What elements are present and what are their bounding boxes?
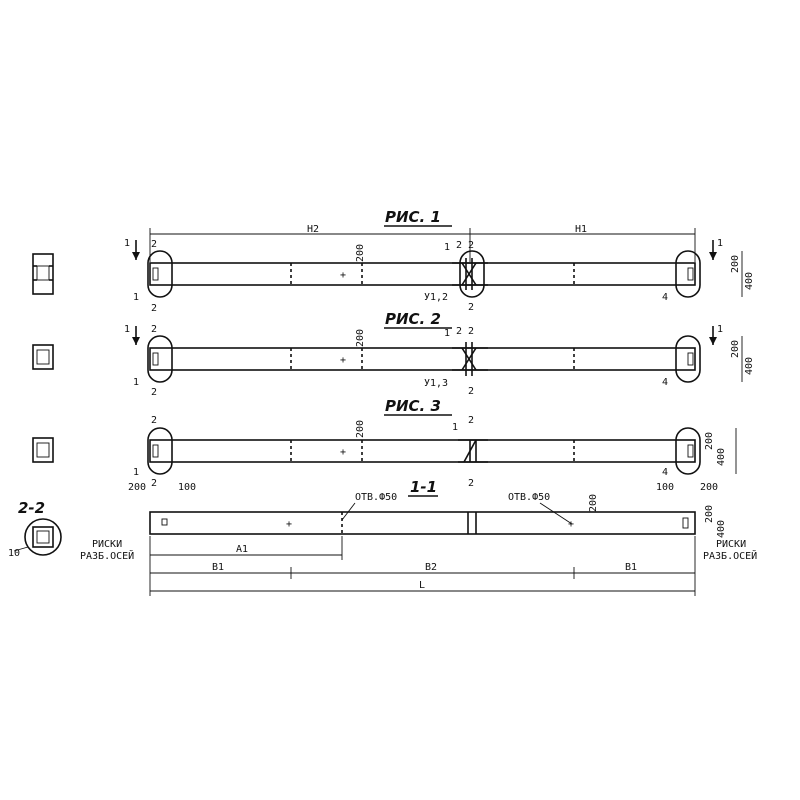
label-2-top-left-2: 2	[151, 324, 157, 335]
label-1-left: 1	[133, 292, 139, 303]
label-1-arrow-right-2: 1	[717, 324, 723, 335]
svg-text:+: +	[286, 519, 292, 530]
end-detail-left-3	[147, 427, 173, 475]
beam-fig2	[149, 347, 696, 371]
dim-right-200-1: 200	[730, 255, 741, 273]
label-1-joint-2: 1	[444, 328, 450, 339]
label-1-arrow-left-2: 1	[124, 324, 130, 335]
end-detail-left-2	[147, 335, 173, 383]
label-1-arrow-right: 1	[717, 238, 723, 249]
dim-right-400-2: 400	[744, 357, 755, 375]
figure-1-title: РИС. 1	[385, 208, 441, 226]
dim-right-400-1: 400	[744, 272, 755, 290]
label-4-right-3: 4	[662, 467, 668, 478]
dim-b1-left: В1	[212, 562, 224, 573]
joint-x-1	[452, 258, 488, 290]
dim-200-fig1: 200	[355, 244, 366, 262]
section-detail-1	[32, 253, 54, 295]
dim-a1: А1	[236, 544, 248, 555]
label-4-right: 4	[662, 292, 668, 303]
dim-right-400-3: 400	[716, 448, 727, 466]
riski-right: РИСКИ	[716, 539, 746, 550]
dim-100-bottom-right: 100	[656, 482, 674, 493]
label-2-joint-2c: 2	[468, 386, 474, 397]
dim-200-fig2: 200	[355, 329, 366, 347]
hole-label-left: ОТВ.Ф50	[355, 492, 397, 503]
hole-label-right: ОТВ.Ф50	[508, 492, 550, 503]
label-2-bot-left-3: 2	[151, 478, 157, 489]
figure-2-title: РИС. 2	[385, 310, 441, 328]
end-detail-right-1	[675, 250, 701, 298]
svg-text:+: +	[340, 447, 346, 458]
end-detail-right-2	[675, 335, 701, 383]
dim-b2: В2	[425, 562, 437, 573]
figure-3-title: РИС. 3	[385, 397, 441, 415]
joint-x-3	[458, 439, 488, 463]
label-2-top-left-3: 2	[151, 415, 157, 426]
label-2-joint-c: 2	[468, 302, 474, 313]
section-detail-2	[32, 344, 54, 370]
label-1-left-2: 1	[133, 377, 139, 388]
dim-l: L	[419, 580, 425, 591]
label-10: 10	[8, 548, 20, 559]
label-2-top-left: 2	[151, 239, 157, 250]
dim-200-bottom-right: 200	[700, 482, 718, 493]
joint-detail-1	[459, 250, 485, 298]
label-4-right-2: 4	[662, 377, 668, 388]
dim-h2: Н2	[307, 224, 319, 235]
end-detail-left-1	[147, 250, 173, 298]
label-2-joint-2a: 2	[456, 326, 462, 337]
dim-right-200-3: 200	[704, 432, 715, 450]
razb-right: РАЗБ.ОСЕЙ	[703, 549, 757, 562]
section-2-2-title: 2-2	[18, 499, 45, 517]
label-2-joint-a: 2	[456, 240, 462, 251]
beam-fig1	[149, 262, 696, 286]
razb-left: РАЗБ.ОСЕЙ	[80, 549, 134, 562]
dim-100-bottom-left: 100	[178, 482, 196, 493]
label-2-bot-left: 2	[151, 303, 157, 314]
joint-x-2	[452, 342, 488, 376]
dim-200-section: 200	[588, 494, 599, 512]
label-1-joint: 1	[444, 242, 450, 253]
label-2-joint-3b: 2	[468, 478, 474, 489]
label-2-joint-b: 2	[468, 240, 474, 251]
label-u13: У1,3	[424, 378, 448, 389]
dim-h1: Н1	[575, 224, 587, 235]
label-u12: У1,2	[424, 292, 448, 303]
section-2-2-detail	[13, 518, 62, 556]
end-detail-right-3	[675, 427, 701, 475]
beam-fig3	[149, 439, 696, 463]
beam-section-1-1	[149, 511, 696, 535]
dim-200-fig3: 200	[355, 420, 366, 438]
label-1-left-3: 1	[133, 467, 139, 478]
riski-left: РИСКИ	[92, 539, 122, 550]
dim-200-bottom-left: 200	[128, 482, 146, 493]
section-detail-3	[32, 437, 54, 463]
section-1-1-title: 1-1	[410, 478, 437, 496]
dim-right-200-2: 200	[730, 340, 741, 358]
label-1-joint-3: 1	[452, 422, 458, 433]
label-1-arrow-left: 1	[124, 238, 130, 249]
dim-right-400-s: 400	[716, 520, 727, 538]
dim-right-200-s: 200	[704, 505, 715, 523]
svg-text:+: +	[340, 355, 346, 366]
label-2-bot-left-2: 2	[151, 387, 157, 398]
svg-text:+: +	[340, 270, 346, 281]
label-2-joint-3a: 2	[468, 415, 474, 426]
svg-text:+: +	[568, 519, 574, 530]
label-2-joint-2b: 2	[468, 326, 474, 337]
dim-b1-right: В1	[625, 562, 637, 573]
